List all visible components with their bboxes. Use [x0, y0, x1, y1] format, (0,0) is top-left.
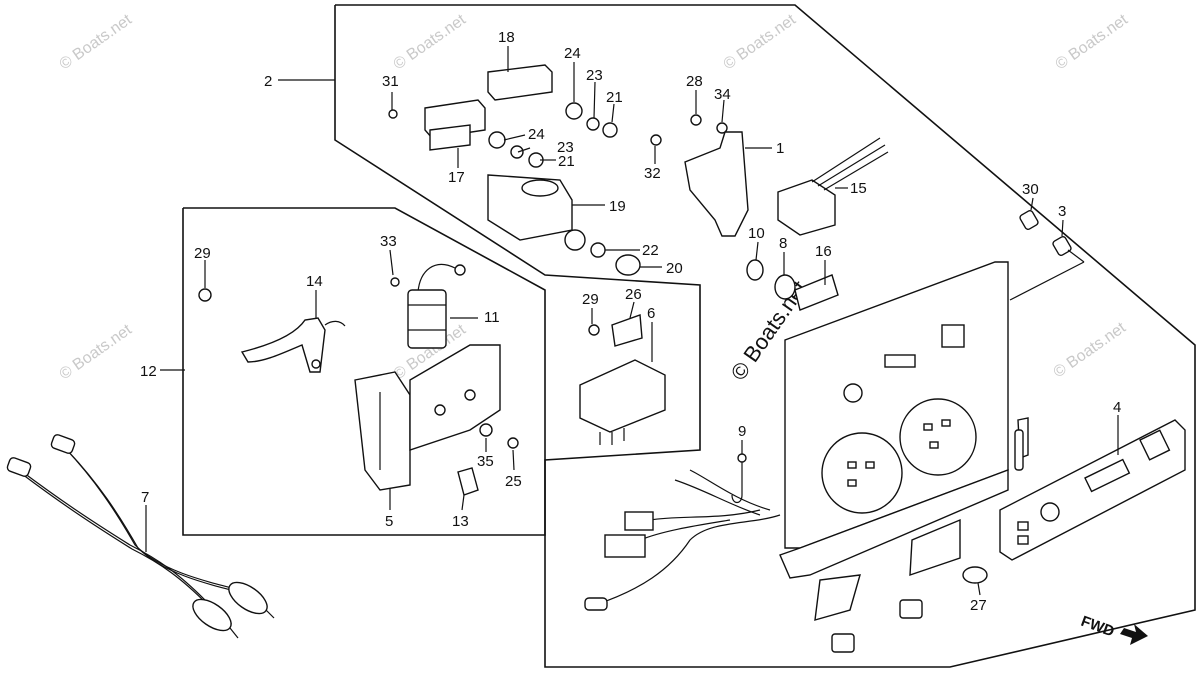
callout-17: 17 — [448, 169, 465, 186]
callout-7: 7 — [141, 489, 149, 506]
parts-top-right — [794, 209, 1085, 311]
callout-11: 11 — [484, 309, 500, 326]
callout-3: 3 — [1058, 203, 1066, 220]
callout-6: 6 — [647, 305, 655, 322]
callout-29a: 29 — [194, 245, 211, 262]
callout-30: 30 — [1022, 181, 1039, 198]
callout-18: 18 — [498, 29, 515, 46]
callout-16: 16 — [815, 243, 832, 260]
part-4-faceplate — [999, 417, 1186, 561]
fwd-indicator: FWD — [1079, 613, 1148, 645]
callout-34: 34 — [714, 86, 731, 103]
callout-21b: 21 — [558, 153, 575, 170]
callout-19: 19 — [609, 198, 626, 215]
callout-31: 31 — [382, 73, 399, 90]
callout-25: 25 — [505, 473, 522, 490]
part-6-regulator — [579, 314, 666, 445]
callout-27: 27 — [970, 597, 987, 614]
watermark: © Boats.net — [57, 321, 136, 383]
callout-5: 5 — [385, 513, 393, 530]
small-parts-left — [198, 277, 519, 496]
wiring-harness — [584, 429, 1024, 611]
callout-1: 1 — [776, 140, 784, 157]
callout-23a: 23 — [586, 67, 603, 84]
bracket-and-relay — [684, 114, 889, 300]
upper-switches — [388, 64, 662, 276]
part-7-lead-wire — [6, 434, 275, 639]
watermark: © Boats.net — [1053, 11, 1132, 73]
callout-24a: 24 — [564, 45, 581, 62]
callout-12: 12 — [140, 363, 157, 380]
callout-35: 35 — [477, 453, 494, 470]
part-5-bracket — [354, 344, 501, 491]
callout-32: 32 — [644, 165, 661, 182]
callout-10: 10 — [748, 225, 765, 242]
fwd-arrow-icon — [1120, 624, 1148, 645]
callout-21a: 21 — [606, 89, 623, 106]
callout-29b: 29 — [582, 291, 599, 308]
callout-15: 15 — [850, 180, 867, 197]
part-14-lever — [240, 317, 346, 373]
callout-26: 26 — [625, 286, 642, 303]
callout-28: 28 — [686, 73, 703, 90]
watermark: © Boats.net — [721, 11, 800, 73]
callout-24b: 24 — [528, 126, 545, 143]
watermark: © Boats.net — [391, 11, 470, 73]
callout-20: 20 — [666, 260, 683, 277]
part-11-coil — [407, 263, 466, 349]
leader-lines — [145, 46, 1119, 596]
callout-22: 22 — [642, 242, 659, 259]
callout-8: 8 — [779, 235, 787, 252]
callout-2: 2 — [264, 73, 272, 90]
callout-14: 14 — [306, 273, 323, 290]
callout-23b: 23 — [557, 139, 574, 156]
callout-9: 9 — [738, 423, 746, 440]
main-control-panel — [779, 261, 1009, 653]
callout-33: 33 — [380, 233, 397, 250]
callout-13: 13 — [452, 513, 469, 530]
watermark: © Boats.net — [1051, 319, 1130, 381]
callout-numbers: 1 2 3 4 5 6 7 8 9 10 11 12 13 14 15 16 1… — [140, 29, 1121, 614]
watermark: © Boats.net — [57, 11, 136, 73]
callout-4: 4 — [1113, 399, 1121, 416]
group-outlines — [182, 4, 1196, 668]
